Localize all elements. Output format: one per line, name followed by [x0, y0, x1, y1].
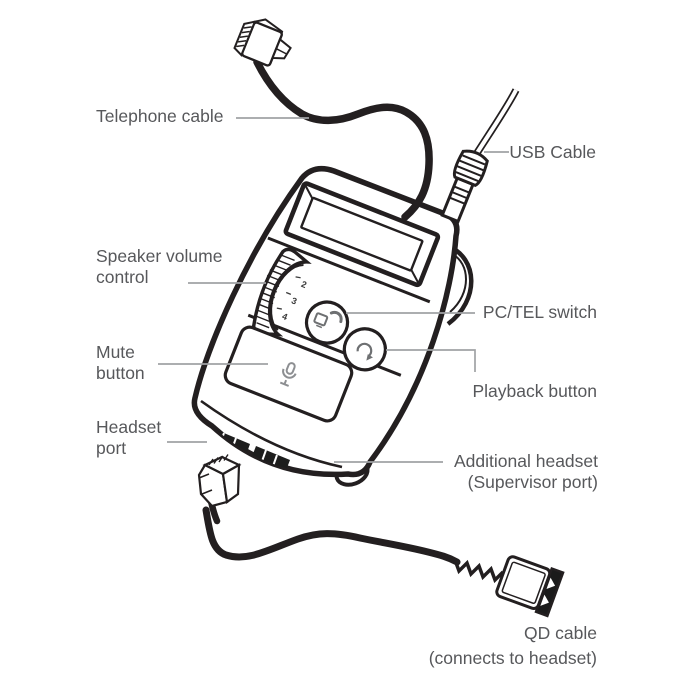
label-mute-button: Mute button [96, 342, 145, 383]
leader-lines [158, 117, 509, 463]
dial-number: 4 [281, 311, 289, 322]
usb-cable [440, 88, 520, 224]
label-usb-cable: USB Cable [509, 142, 596, 162]
qd-connector-icon [495, 555, 565, 618]
pc-tel-switch-button [304, 300, 350, 345]
dial-knurl [256, 254, 295, 329]
label-playback-button: Playback button [472, 381, 597, 401]
telephone-cable [233, 18, 433, 221]
panel-edge-top [267, 236, 431, 304]
qd-spring [453, 559, 505, 584]
leader-playback-button [386, 349, 476, 372]
label-speaker-volume-control: Speaker volume control [96, 246, 223, 287]
label-headset-port: Headset port [96, 417, 162, 458]
dial-number: 2 [300, 279, 308, 290]
display-screen [283, 181, 441, 288]
usb-connector-icon [440, 149, 489, 224]
playback-button [342, 327, 387, 372]
pc-tel-icon [313, 310, 343, 329]
mute-button [223, 325, 354, 423]
dial-ticks [276, 276, 301, 310]
label-additional-headset: Additional headset (Supervisor port) [454, 451, 598, 492]
dial-number: 3 [290, 295, 298, 306]
label-qd-cable: QD cable (connects to headset) [428, 623, 597, 668]
label-pc-tel-switch: PC/TEL switch [482, 302, 597, 322]
rj9-plug-icon [197, 454, 242, 508]
label-telephone-cable: Telephone cable [96, 106, 224, 126]
mic-icon [279, 362, 297, 387]
qd-cable [197, 454, 565, 618]
rj11-plug-icon [233, 18, 292, 67]
playback-icon [356, 342, 373, 361]
bottom-face-edge [200, 399, 343, 469]
volume-dial: 2 3 4 [251, 247, 312, 337]
